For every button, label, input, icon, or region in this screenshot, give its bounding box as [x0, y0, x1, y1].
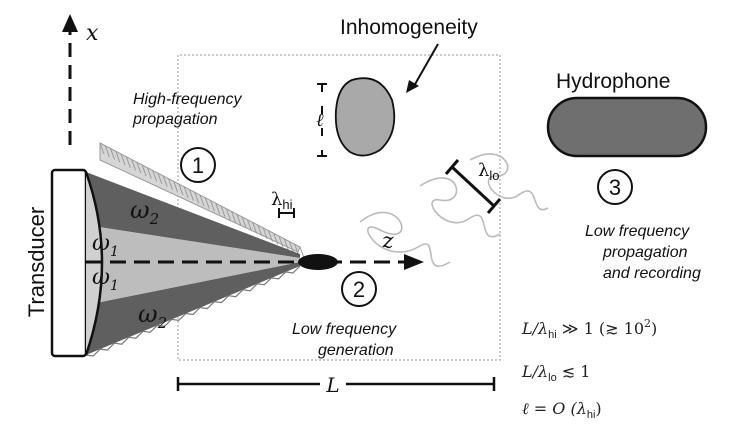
x-axis-arrowhead: [62, 14, 78, 32]
hatch-pattern: [99, 142, 305, 259]
hatch-line: [262, 227, 268, 240]
inhomogeneity-pointer-head: [406, 80, 419, 93]
hatch-line: [115, 151, 121, 163]
step3-title-line3: and recording: [603, 265, 701, 282]
relation-ell-order-lambda-hi: ℓ = O (λhi): [522, 399, 602, 421]
lambda-lo-tick-2: [486, 198, 502, 214]
beam-inner-top: [86, 225, 300, 262]
hatch-line: [152, 170, 158, 182]
length-label: L: [325, 373, 339, 397]
hatch-line: [225, 208, 231, 220]
hatch-line: [125, 156, 131, 168]
step3-title-line1: Low frequency: [585, 223, 690, 240]
hatch-line: [199, 194, 205, 207]
hatch-line: [283, 238, 289, 250]
hydrophone-title: Hydrophone: [556, 70, 670, 93]
focal-spot: [298, 254, 338, 270]
hatch-line: [167, 178, 173, 190]
hatch-line: [189, 189, 194, 201]
inhomogeneity-title: Inhomogeneity: [340, 16, 478, 39]
lambda-lo-tick-1: [444, 159, 460, 175]
lambda-lo-label: λlo: [478, 160, 500, 183]
step2-title-line1: Low frequency: [292, 321, 397, 338]
z-axis-arrowhead: [404, 254, 424, 270]
x-axis-label: x: [86, 21, 99, 46]
step2-number: 2: [353, 277, 365, 302]
hatch-line: [246, 219, 252, 231]
step3-number: 3: [609, 175, 621, 200]
hatch-line: [99, 142, 105, 155]
hatch-line: [104, 145, 110, 157]
hatch-line: [120, 153, 126, 166]
step2-circle: [341, 271, 377, 307]
hatch-line: [236, 213, 242, 226]
step1-title-line2: propagation: [132, 111, 218, 128]
hatch-line: [215, 203, 221, 215]
interaction-region-box: [177, 54, 501, 361]
hatch-line: [231, 211, 237, 223]
hatch-line: [157, 172, 163, 185]
omega2-top-label: ω2: [130, 196, 159, 228]
relation-l-over-lambda-hi: L/λhi ≫ 1 (≳ 102): [521, 317, 657, 341]
omega2-bottom-label: ω2: [138, 300, 167, 332]
inhomogeneity-blob: [334, 77, 396, 157]
lambda-hi-label: λhi: [271, 189, 293, 212]
beam-inner-bottom: [86, 262, 300, 305]
step1-circle: [180, 147, 216, 183]
relation-l-over-lambda-lo: L/λlo ≲ 1: [521, 362, 590, 384]
hatch-line: [252, 222, 258, 234]
lambda-lo-bracket: [450, 165, 496, 208]
length-label-gap: [320, 372, 346, 396]
lf-wave-2: [419, 177, 501, 238]
hatch-line: [289, 241, 294, 253]
hatch-line: [257, 224, 263, 237]
omega1-bottom-label: ω1: [92, 265, 119, 294]
hatch-line: [204, 197, 210, 209]
hatch-line: [194, 192, 200, 204]
transducer-label: Transducer: [24, 207, 49, 317]
hatch-line: [178, 183, 184, 196]
hatch-line: [131, 159, 137, 171]
hatch-line: [210, 200, 215, 212]
beam-outer-bottom: [86, 262, 300, 355]
hatch-line: [220, 205, 226, 218]
lf-wave-3: [469, 153, 549, 211]
step1-title-line1: High-frequency: [133, 91, 243, 108]
beam-outer-top: [86, 172, 300, 258]
step1-number: 1: [192, 153, 204, 178]
hydrophone-body: [546, 96, 708, 158]
hatch-line: [141, 164, 147, 177]
hatch-line: [183, 186, 189, 198]
hatch-line: [241, 216, 247, 229]
ell-label: ℓ: [316, 110, 324, 131]
step2-title-line2: generation: [318, 342, 394, 359]
transducer-body: [50, 168, 88, 358]
step3-title-line2: propagation: [602, 244, 688, 261]
hatch-line: [162, 175, 168, 188]
beam-serrated-edge: [85, 265, 301, 357]
hatch-line: [173, 181, 179, 193]
hatch-line: [267, 230, 273, 242]
hatch-line: [278, 235, 284, 248]
lf-wave-1: [359, 211, 451, 267]
hatch-line: [273, 233, 279, 245]
hatch-line: [146, 167, 152, 179]
omega1-top-label: ω1: [92, 231, 119, 260]
hatch-line: [110, 148, 115, 160]
hatch-line: [136, 161, 142, 174]
inhomogeneity-pointer: [413, 43, 439, 87]
step3-circle: [597, 169, 633, 205]
hatch-line: [299, 246, 305, 259]
